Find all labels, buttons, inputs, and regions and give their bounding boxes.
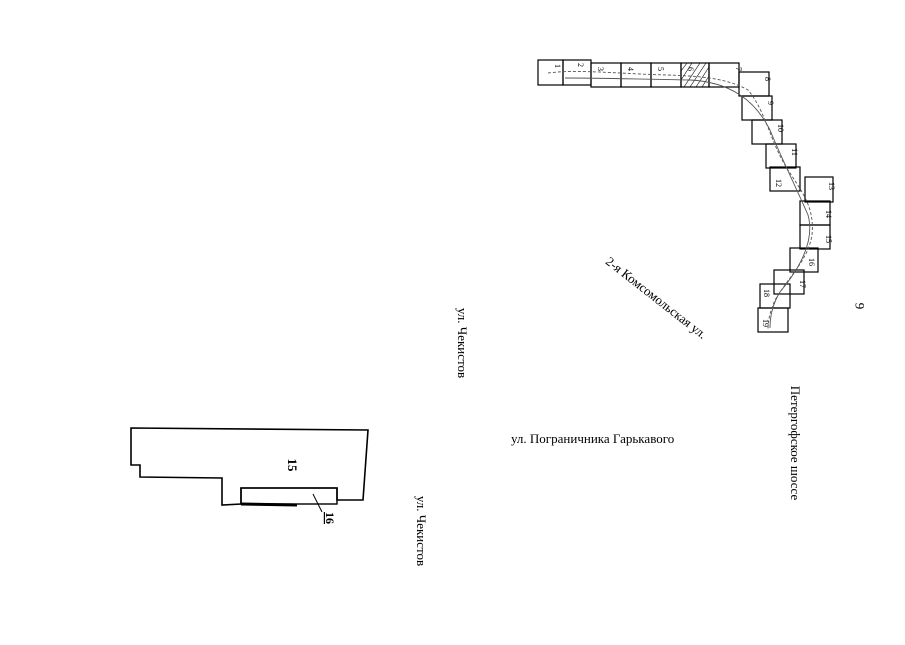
street-label-peterhof: Петергофское шоссе bbox=[788, 385, 804, 501]
parcel-16-leader bbox=[312, 493, 323, 513]
street-label-chekistov-top: ул. Чекистов bbox=[455, 307, 471, 379]
route-line-2 bbox=[564, 77, 811, 329]
svg-text:15: 15 bbox=[824, 235, 833, 243]
parcel-16-outline bbox=[240, 487, 338, 505]
svg-text:3: 3 bbox=[596, 67, 605, 71]
street-label-garkavogo: ул. Пограничника Гарькавого bbox=[511, 431, 675, 446]
parcel-16-base bbox=[240, 502, 298, 507]
svg-text:6: 6 bbox=[686, 67, 695, 71]
svg-text:2: 2 bbox=[576, 63, 585, 67]
sheet-grid bbox=[537, 59, 834, 333]
parcel-16-label: 16 bbox=[323, 512, 337, 524]
sheet-numbers: 1 2 3 4 5 6 7 8 9 10 11 12 13 14 15 16 1… bbox=[553, 63, 836, 327]
svg-text:17: 17 bbox=[798, 280, 807, 288]
parcel-15-label: 15 bbox=[285, 459, 300, 473]
svg-text:7: 7 bbox=[734, 67, 743, 71]
svg-text:11: 11 bbox=[790, 148, 799, 156]
svg-text:12: 12 bbox=[774, 179, 783, 187]
svg-text:1: 1 bbox=[553, 64, 562, 68]
svg-text:10: 10 bbox=[776, 124, 785, 132]
svg-text:9: 9 bbox=[766, 101, 775, 105]
svg-text:8: 8 bbox=[763, 77, 772, 81]
svg-text:14: 14 bbox=[824, 210, 833, 218]
svg-text:13: 13 bbox=[827, 182, 836, 190]
svg-text:18: 18 bbox=[762, 289, 771, 297]
route-line bbox=[547, 71, 813, 331]
svg-text:4: 4 bbox=[626, 67, 635, 71]
svg-text:19: 19 bbox=[761, 319, 770, 327]
svg-text:16: 16 bbox=[807, 258, 816, 266]
page-number: 9 bbox=[852, 302, 868, 310]
street-label-chekistov-bottom: ул. Чекистов bbox=[414, 495, 430, 567]
parcel-15-outline bbox=[130, 427, 369, 506]
svg-text:5: 5 bbox=[656, 67, 665, 71]
